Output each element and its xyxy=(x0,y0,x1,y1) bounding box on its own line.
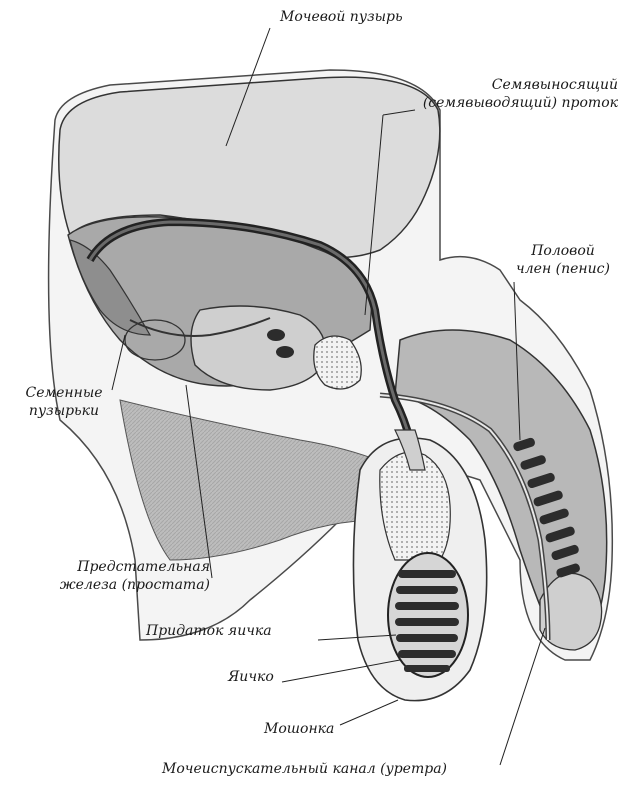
label-penis-line2: член (пенис) xyxy=(503,260,623,278)
label-urethra: Мочеиспускательный канал (уретра) xyxy=(162,760,447,778)
label-seminal-line2: пузырьки xyxy=(14,402,114,420)
label-prostate: Предстательная железа (простата) xyxy=(40,558,210,594)
prostate-shape xyxy=(191,306,326,390)
label-testis: Яичко xyxy=(228,668,274,686)
label-bladder: Мочевой пузырь xyxy=(280,8,403,26)
label-prostate-line1: Предстательная xyxy=(40,558,210,576)
label-penis-line1: Половой xyxy=(503,242,623,260)
label-vas-deferens-line1: Семявыносящий xyxy=(388,76,618,94)
label-vas-deferens-line2: (семявыводящий) проток xyxy=(388,94,618,112)
label-prostate-line2: железа (простата) xyxy=(40,576,210,594)
label-scrotum: Мошонка xyxy=(264,720,334,738)
label-penis: Половой член (пенис) xyxy=(503,242,623,278)
label-seminal-line1: Семенные xyxy=(14,384,114,402)
label-epididymis: Придаток яичка xyxy=(146,622,272,640)
label-seminal-vesicles: Семенные пузырьки xyxy=(14,384,114,420)
label-vas-deferens: Семявыносящий (семявыводящий) проток xyxy=(388,76,618,112)
